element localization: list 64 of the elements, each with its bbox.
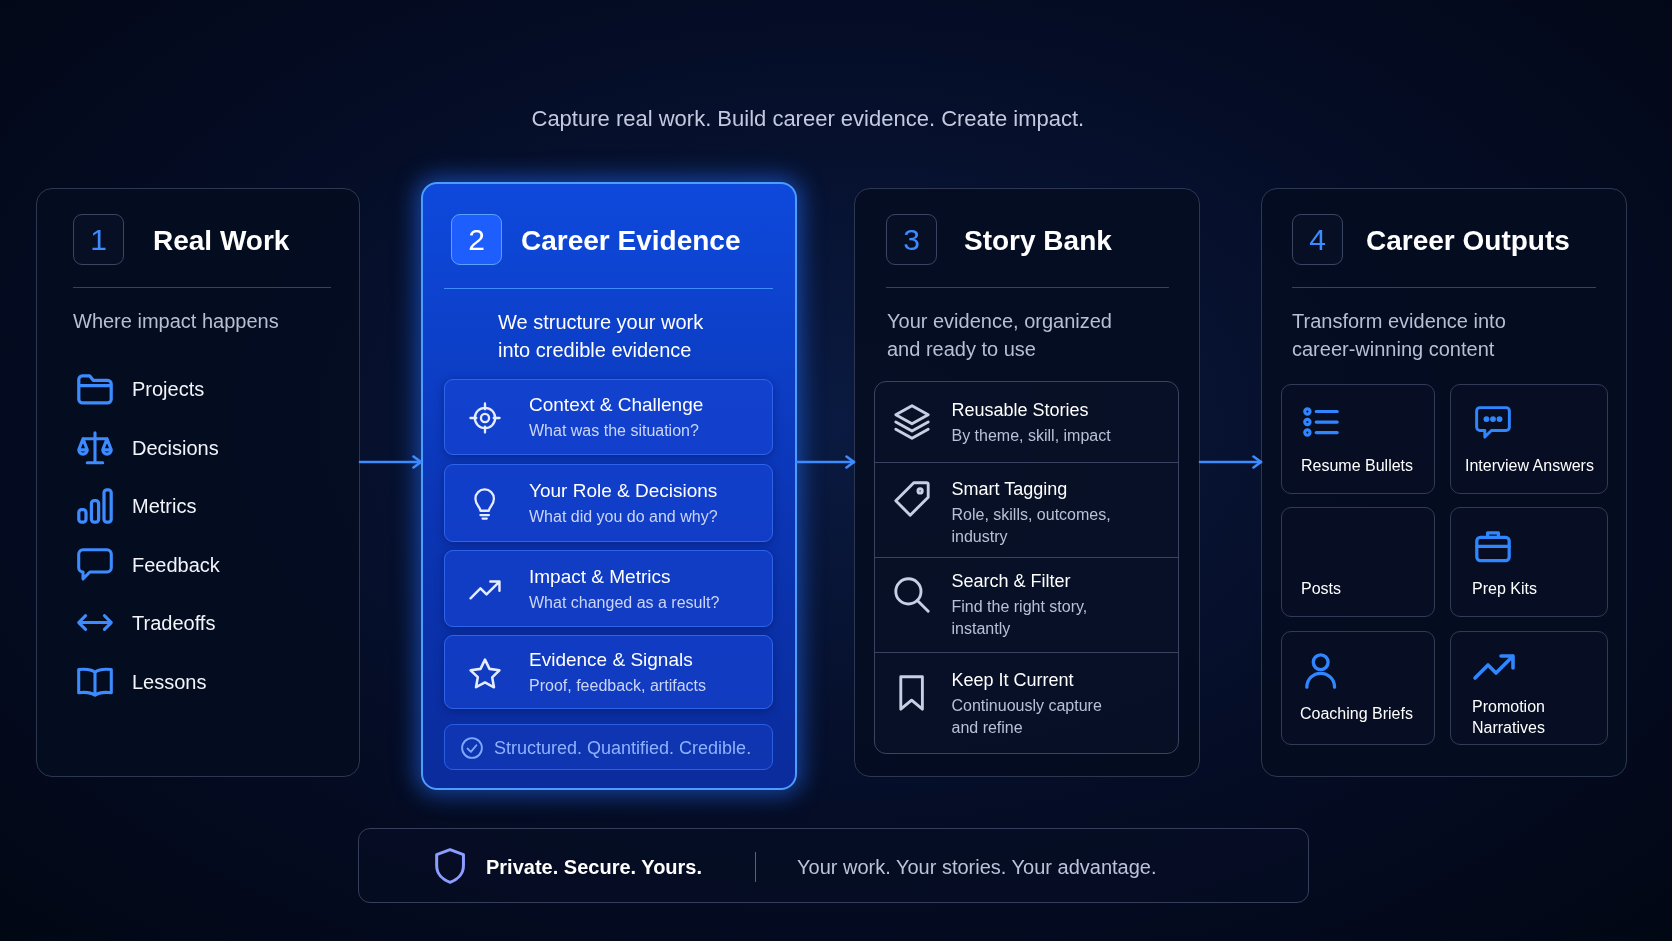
tagline: Capture real work. Build career evidence. Create impact. (531, 105, 1085, 133)
output-tile (1281, 384, 1435, 494)
list-item-label: Feedback (132, 552, 220, 578)
story-title: Reusable Stories (951, 398, 1089, 421)
highlighted-step-panel (421, 182, 797, 790)
panel-subtitle: Transform evidence into career-winning content (1292, 309, 1507, 362)
panel-heading: Story Bank (964, 224, 1112, 258)
panel-heading: Career Outputs (1366, 224, 1570, 258)
story-description: Role, skills, outcomes, industry (951, 504, 1112, 547)
summary-text: Structured. Quantified. Credible. (494, 737, 752, 760)
story-list-panel (874, 381, 1179, 754)
list-item-label: Lessons (132, 669, 207, 695)
tile-label: Posts (1301, 579, 1342, 599)
step-number-badge: 3 (886, 214, 937, 265)
card-title: Evidence & Signals (529, 648, 693, 672)
footer-slogan: Private. Secure. Yours. (486, 854, 703, 880)
tile-label: Interview Answers (1465, 456, 1595, 476)
tile-label: Prep Kits (1472, 579, 1538, 599)
panel-heading: Real Work (153, 224, 290, 258)
flow-arrow (1198, 455, 1263, 469)
evidence-card (444, 379, 773, 455)
output-tile (1450, 507, 1608, 617)
list-item-label: Projects (132, 377, 205, 402)
step-panel (36, 188, 360, 777)
story-title: Keep It Current (951, 668, 1074, 691)
panel-heading: Career Evidence (521, 224, 741, 258)
card-title: Context & Challenge (529, 393, 704, 417)
story-title: Smart Tagging (951, 477, 1068, 500)
story-title: Search & Filter (951, 569, 1071, 592)
footer-tagline: Your work. Your stories. Your advantage. (797, 854, 1157, 880)
card-description: What was the situation? (529, 421, 699, 441)
list-item-label: Decisions (132, 435, 219, 461)
panel-subtitle: Where impact happens (73, 309, 280, 334)
card-title: Your Role & Decisions (529, 479, 718, 503)
step-number-badge: 2 (451, 214, 502, 265)
story-description: Find the right story, instantly (951, 596, 1089, 639)
output-tile (1450, 384, 1608, 494)
evidence-card (444, 635, 773, 709)
panel-subtitle: We structure your work into credible evidence (498, 310, 705, 363)
list-item-label: Tradeoffs (132, 611, 216, 636)
step-number-badge: 4 (1292, 214, 1343, 265)
flow-arrow (795, 455, 856, 469)
list-item-label: Metrics (132, 494, 197, 519)
summary-band (444, 724, 773, 770)
step-panel (1261, 188, 1627, 777)
story-description: By theme, skill, impact (951, 425, 1112, 446)
story-description: Continuously capture and refine (951, 695, 1103, 738)
output-tile (1450, 631, 1608, 745)
tile-label: Resume Bullets (1301, 456, 1415, 476)
card-description: What did you do and why? (529, 507, 718, 527)
output-tile (1281, 507, 1435, 617)
step-number-badge: 1 (73, 214, 124, 265)
step-panel (854, 188, 1200, 777)
tile-label: Coaching Briefs (1300, 704, 1414, 724)
footer-band (358, 828, 1309, 903)
output-tile (1281, 631, 1435, 745)
panel-subtitle: Your evidence, organized and ready to use (887, 309, 1113, 362)
card-description: Proof, feedback, artifacts (529, 676, 706, 696)
card-title: Impact & Metrics (529, 564, 671, 589)
flow-arrow (358, 455, 423, 469)
card-description: What changed as a result? (529, 592, 720, 613)
evidence-card (444, 550, 773, 627)
tile-label: Promotion Narratives (1472, 697, 1546, 738)
evidence-card (444, 464, 773, 542)
